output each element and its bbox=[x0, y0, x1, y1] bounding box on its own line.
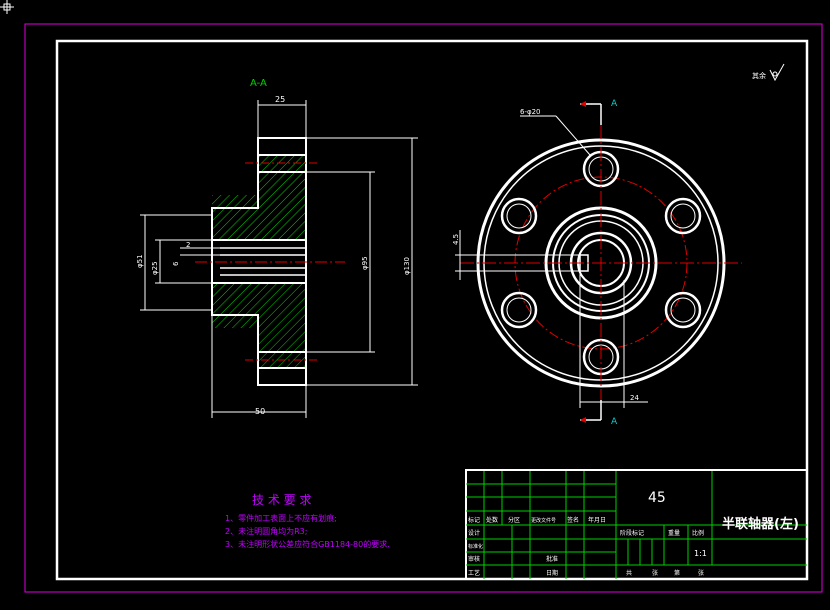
tb-row-label-4: 更改文件号 bbox=[531, 517, 556, 524]
end-view: A A 6-φ20 4.5 24 bbox=[452, 99, 742, 427]
tech-note-line-1: 1、零件加工表面上不应有划痕; bbox=[225, 513, 337, 523]
dim-total-length: 50 bbox=[255, 407, 265, 416]
tb-scale-label: 比例 bbox=[692, 529, 704, 537]
cut-letter-top: A bbox=[611, 99, 618, 109]
dim-bolt-circle: φ95 bbox=[361, 256, 369, 270]
sheet-outer-border bbox=[24, 23, 823, 593]
tb-left-label-1: 设计 bbox=[468, 529, 480, 537]
dim-hub-width: 25 bbox=[275, 95, 285, 104]
tb-part-name: 半联轴器(左) bbox=[722, 516, 799, 532]
tb-right-label-2: 重量 bbox=[668, 529, 680, 537]
tb-bottom-label-3: 第 bbox=[674, 569, 680, 577]
tb-scale: 1:1 bbox=[694, 549, 707, 558]
tb-bottom-label-4: 张 bbox=[698, 569, 704, 577]
section-label: A-A bbox=[250, 78, 267, 89]
dim-step-dia: φ51 bbox=[136, 254, 144, 268]
tb-mid-label-2: 日期 bbox=[546, 569, 558, 577]
tb-row-label-2: 处数 bbox=[486, 516, 498, 524]
tb-row-label-3: 分区 bbox=[508, 516, 520, 524]
tb-mid-label-1: 批准 bbox=[546, 555, 558, 563]
tb-left-label-3: 审核 bbox=[468, 555, 480, 563]
tech-notes: 技 术 要 求 1、零件加工表面上不应有划痕; 2、未注明圆角均为R3; 3、未… bbox=[225, 493, 390, 549]
section-outline bbox=[211, 137, 307, 386]
tb-row-label-6: 年月日 bbox=[588, 516, 606, 524]
tb-bottom-label-1: 共 bbox=[626, 569, 632, 577]
tb-bottom-label-2: 张 bbox=[652, 569, 658, 577]
bolt-holes bbox=[500, 150, 702, 376]
tb-left-label-4: 工艺 bbox=[468, 569, 480, 577]
crosshair-cursor-icon bbox=[0, 0, 14, 14]
dim-key-width-bottom: 24 bbox=[630, 394, 639, 402]
tb-row-label-5: 签名 bbox=[567, 516, 579, 524]
dim-outer-dia: φ130 bbox=[403, 257, 411, 275]
tech-notes-title: 技 术 要 求 bbox=[252, 493, 311, 507]
cut-letter-bottom: A bbox=[611, 417, 618, 427]
dim-key-width-top: 4.5 bbox=[452, 234, 460, 245]
tech-note-line-2: 2、未注明圆角均为R3; bbox=[225, 526, 307, 536]
tb-row-label-1: 标记 bbox=[468, 516, 480, 524]
roughness-note: 其余 bbox=[752, 71, 766, 80]
title-block: 45 半联轴器(左) 1:1 比例 标记 处数 分区 更改文件号 签名 年月日 … bbox=[465, 469, 808, 580]
hatch-upper-flange bbox=[258, 155, 306, 195]
tb-right-label-1: 阶段标记 bbox=[620, 529, 644, 537]
hatch-lower-flange bbox=[258, 328, 306, 368]
dim-bore-dia: φ25 bbox=[151, 261, 159, 275]
dim-holes: 6-φ20 bbox=[520, 108, 541, 116]
tb-material: 45 bbox=[648, 490, 666, 506]
tb-left-label-2: 标准化 bbox=[468, 543, 483, 550]
tech-note-line-3: 3、未注明形状公差应符合GB1184-80的要求. bbox=[225, 539, 390, 549]
roughness-symbol-icon bbox=[769, 63, 785, 82]
section-view: 25 50 φ95 φ130 φ51 φ25 2 6 bbox=[136, 95, 418, 418]
dim-keyway-width: 2 bbox=[186, 241, 190, 249]
sheet-inner-border bbox=[55, 39, 809, 581]
dim-keyway-depth: 6 bbox=[172, 261, 180, 266]
